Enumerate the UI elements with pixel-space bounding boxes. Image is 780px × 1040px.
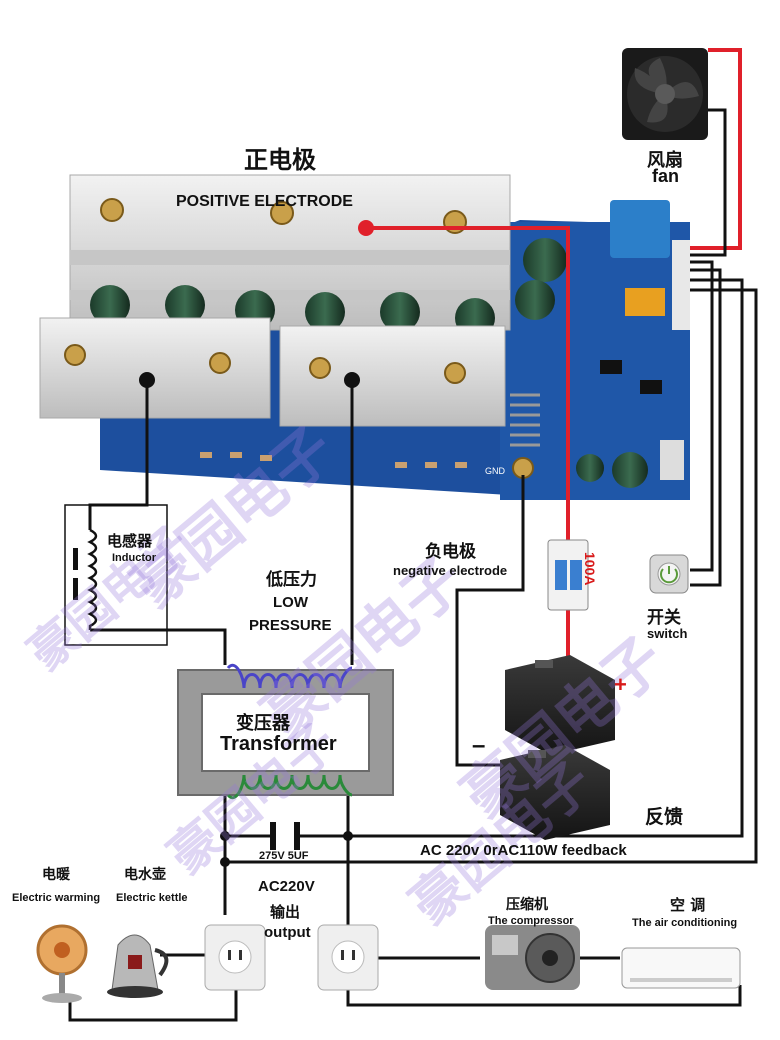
secondary-coil	[226, 774, 353, 799]
gnd-terminal-coil	[510, 393, 540, 447]
pcb-transformer-module	[610, 200, 670, 258]
battery-negative-sign: –	[472, 732, 486, 759]
output-label-3: output	[264, 924, 311, 941]
switch-label-en: switch	[647, 626, 688, 641]
battery-positive-sign: +	[614, 672, 627, 697]
battery-top	[505, 655, 615, 755]
kettle-label-zh: 电水壶	[124, 867, 166, 883]
inductor	[64, 504, 168, 646]
output-capacitor	[270, 822, 300, 850]
relay	[625, 288, 665, 316]
cooling-fan	[622, 48, 708, 140]
output-label-2: 输出	[270, 903, 301, 921]
pcb-connector	[660, 440, 684, 480]
output-capacitors	[515, 238, 648, 488]
inductor-label-zh: 电感器	[107, 532, 153, 550]
switch-label-zh: 开关	[647, 608, 681, 628]
positive-electrode-label-zh: 正电极	[244, 146, 316, 174]
power-switch	[649, 554, 689, 594]
output-heatsink-left	[39, 317, 271, 419]
outlet-left	[204, 924, 266, 991]
fan-label-zh: 风扇	[647, 150, 683, 171]
positive-electrode-terminal	[358, 220, 374, 236]
fan-label-en: fan	[652, 166, 679, 186]
primary-coil	[226, 664, 353, 689]
compressor-label-zh: 压缩机	[506, 897, 548, 913]
pcb-resistors	[200, 452, 467, 468]
battery-bottom	[500, 745, 610, 840]
right-output-terminal	[344, 372, 360, 388]
heater-label-zh: 电暖	[42, 867, 70, 883]
output-label-1: AC220V	[258, 878, 315, 895]
left-output-terminal	[139, 372, 155, 388]
heater-label-en: Electric warming	[12, 892, 101, 904]
negative-electrode-label-zh: 负电极	[425, 542, 476, 562]
transformer	[177, 664, 394, 799]
feedback-label-zh: 反馈	[645, 806, 684, 828]
circuit-breaker	[547, 539, 589, 611]
low-pressure-label-en2: PRESSURE	[249, 617, 332, 634]
feedback-label-en: AC 220v 0rAC110W feedback	[420, 842, 627, 859]
capacitor-rating: 275V 5UF	[259, 850, 309, 862]
low-pressure-label-en1: LOW	[273, 594, 308, 611]
gnd-label: GND	[485, 466, 505, 476]
ac-label-zh: 空 调	[670, 896, 706, 914]
breaker-rating: 100A	[582, 552, 598, 586]
kettle-label-en: Electric kettle	[116, 892, 188, 904]
transformer-label-en: Transformer	[220, 733, 337, 755]
compressor	[485, 925, 580, 990]
air-conditioner	[621, 947, 741, 989]
negative-electrode-label-en: negative electrode	[393, 563, 508, 578]
ac-label-en: The air conditioning	[632, 917, 738, 929]
pcb-terminal-block	[672, 240, 690, 330]
transformer-label-zh: 变压器	[236, 713, 290, 734]
electric-kettle	[107, 934, 169, 998]
positive-electrode-label-en: POSITIVE ELECTRODE	[176, 193, 353, 210]
outlet-right	[317, 924, 379, 991]
output-heatsink-right	[279, 325, 506, 427]
low-pressure-label-zh: 低压力	[266, 570, 317, 590]
inductor-label-en: Inductor	[112, 552, 156, 564]
compressor-label-en: The compressor	[488, 915, 574, 927]
electric-heater	[36, 924, 88, 1003]
